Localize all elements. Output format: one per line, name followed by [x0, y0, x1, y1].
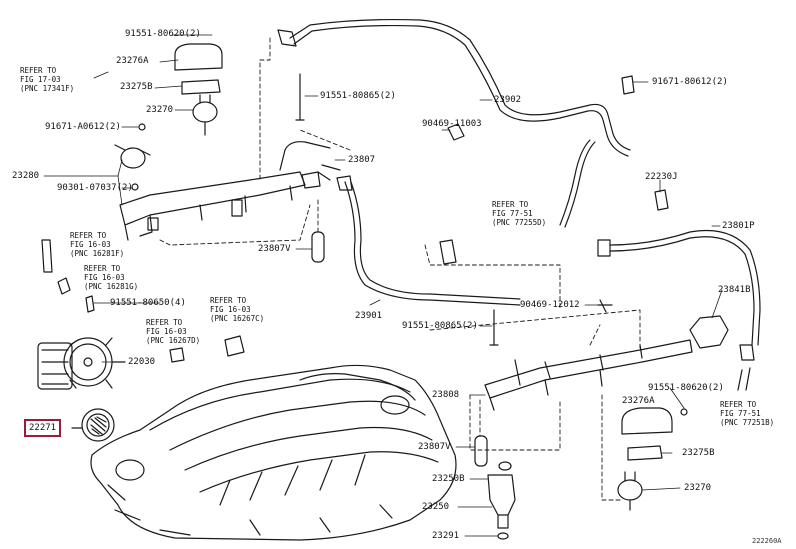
label-23291[interactable]: 23291: [432, 531, 460, 541]
label-90469-12012[interactable]: 90469-12012: [520, 300, 580, 310]
label-23801p[interactable]: 23801P: [722, 221, 755, 231]
label-23807[interactable]: 23807: [348, 155, 376, 165]
label-23276a-bottom[interactable]: 23276A: [622, 396, 655, 406]
label-91551-80865-top[interactable]: 91551-80865(2): [320, 91, 396, 101]
label-90301-07037[interactable]: 90301-07037(2): [57, 183, 133, 193]
ref-fig-16-03-16267c[interactable]: REFER TO FIG 16-03 (PNC 16267C): [210, 296, 265, 323]
label-22230j[interactable]: 22230J: [645, 172, 678, 182]
ref-fig-16-03-16281f[interactable]: REFER TO FIG 16-03 (PNC 16281F): [70, 231, 125, 258]
label-23250[interactable]: 23250: [422, 502, 450, 512]
intake-manifold: [90, 364, 457, 541]
leader-lines: [43, 34, 723, 537]
right-fuel-rail: [484, 299, 755, 411]
ref-fig-16-03-16281g[interactable]: REFER TO FIG 16-03 (PNC 16281G): [84, 264, 139, 291]
label-91551-80620-bottom[interactable]: 91551-80620(2): [648, 383, 724, 393]
label-23807v-right[interactable]: 23807V: [418, 442, 451, 452]
left-fuel-rail: [119, 141, 341, 241]
gasket: [71, 408, 115, 442]
label-23902[interactable]: 23902: [494, 95, 522, 105]
label-91551-80620-top[interactable]: 91551-80620(2): [125, 29, 201, 39]
ref-fig-77-51-77251b[interactable]: REFER TO FIG 77-51 (PNC 77251B): [720, 400, 775, 427]
label-23270-top[interactable]: 23270: [146, 105, 174, 115]
ref-fig-17-03[interactable]: REFER TO FIG 17-03 (PNC 17341F): [20, 66, 75, 93]
fuel-hose-23801p: [559, 139, 761, 346]
label-91671-80612[interactable]: 91671-80612(2): [652, 77, 728, 87]
label-23250b[interactable]: 23250B: [432, 474, 465, 484]
throttle-body: [37, 337, 126, 390]
fuel-hose-23902: [277, 18, 631, 157]
label-23280[interactable]: 23280: [12, 171, 40, 181]
label-22271-highlighted[interactable]: 22271: [24, 419, 62, 437]
label-91551-80650[interactable]: 91551-80650(4): [110, 298, 186, 308]
fuel-hose-23901: [336, 175, 521, 306]
label-23270-bottom[interactable]: 23270: [684, 483, 712, 493]
label-23275b-bottom[interactable]: 23275B: [682, 448, 715, 458]
fuel-injector: [474, 435, 516, 540]
label-23808[interactable]: 23808: [432, 390, 460, 400]
small-parts: [41, 73, 751, 391]
ref-fig-77-51-77255d[interactable]: REFER TO FIG 77-51 (PNC 77255D): [492, 200, 547, 227]
ref-fig-16-03-16267d[interactable]: REFER TO FIG 16-03 (PNC 16267D): [146, 318, 201, 345]
label-22030[interactable]: 22030: [128, 357, 156, 367]
label-23275b-top[interactable]: 23275B: [120, 82, 153, 92]
pressure-regulator-left: [114, 43, 223, 191]
label-91551-80865-bottom[interactable]: 91551-80865(2): [402, 321, 478, 331]
label-91671-a0612[interactable]: 91671-A0612(2): [45, 122, 121, 132]
dashed-callout-lines: [159, 37, 641, 501]
label-23901[interactable]: 23901: [355, 311, 383, 321]
label-23841b[interactable]: 23841B: [718, 285, 751, 295]
label-90469-11003[interactable]: 90469-11003: [422, 119, 482, 129]
label-23807v-left[interactable]: 23807V: [258, 244, 291, 254]
figure-code: 222260A: [752, 537, 782, 545]
pressure-regulator-right: [617, 407, 688, 511]
label-23276a-top[interactable]: 23276A: [116, 56, 149, 66]
